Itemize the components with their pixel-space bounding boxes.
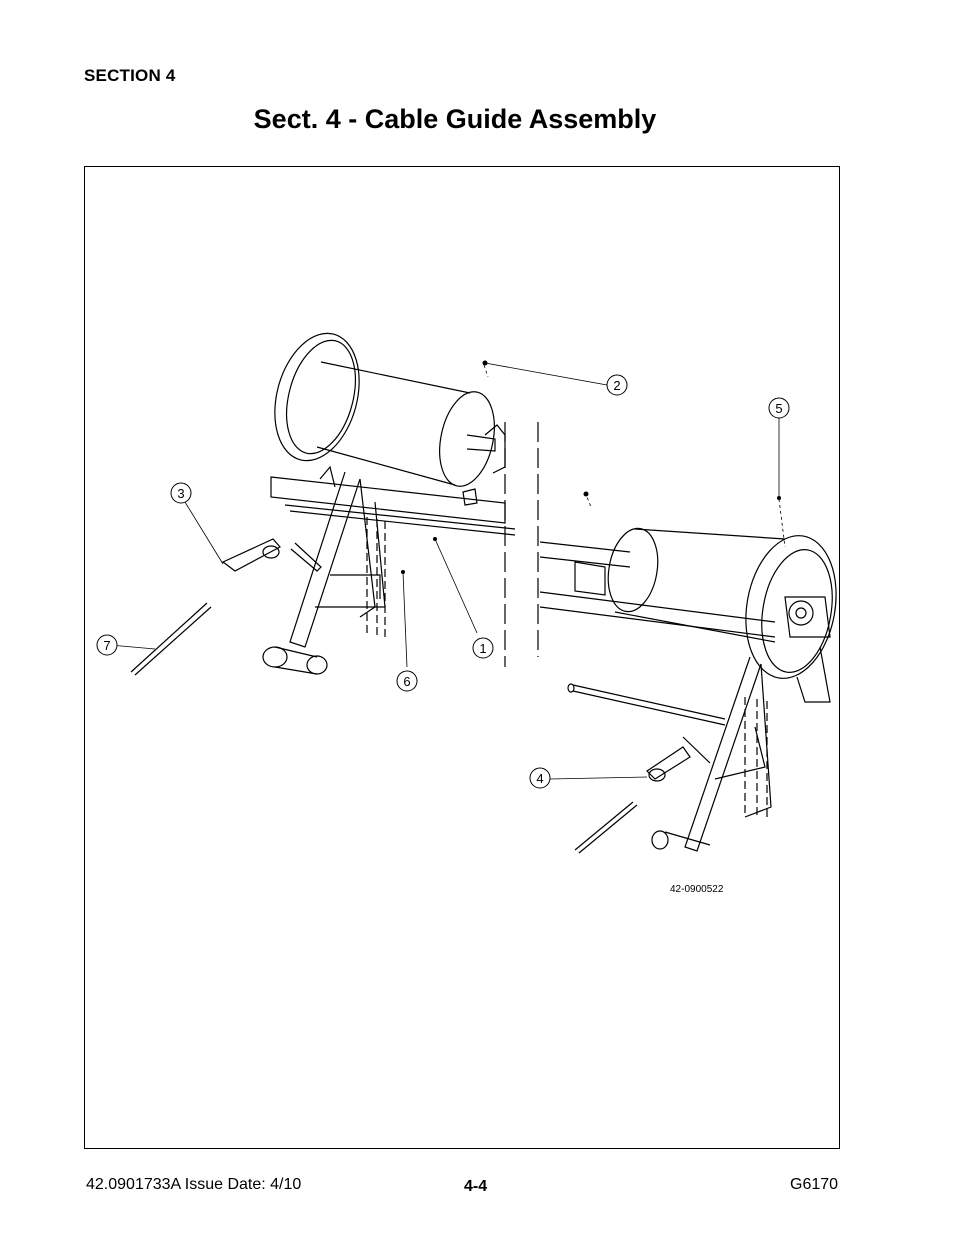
svg-text:2: 2 [613,378,620,393]
svg-text:6: 6 [403,674,410,689]
callout-6: 6 [396,670,418,692]
svg-text:1: 1 [479,641,486,656]
figure-frame: 1 2 3 4 5 6 7 [84,166,840,1149]
svg-text:4: 4 [536,771,543,786]
footer-model: G6170 [790,1176,839,1193]
footer-doc-issue: 42.0901733A Issue Date: 4/10 [86,1176,302,1193]
callout-2: 2 [606,374,628,396]
callout-4: 4 [529,767,551,789]
hardware-dots [401,360,781,574]
section-label: SECTION 4 [84,66,176,85]
callout-3: 3 [170,482,192,504]
exploded-assembly-drawing: 1 2 3 4 5 6 7 [96,332,837,895]
page-title: Sect. 4 - Cable Guide Assembly [253,104,657,134]
callout-1: 1 [472,637,494,659]
leader-lines [109,362,786,780]
drawing-number: 42-0900522 [670,884,724,895]
callout-7: 7 [96,634,118,656]
footer-page-number: 4-4 [464,1178,488,1195]
callout-bubbles: 1 2 3 4 5 6 7 [96,374,790,789]
svg-text:3: 3 [177,486,184,501]
svg-text:5: 5 [775,401,782,416]
svg-text:7: 7 [103,638,110,653]
callout-5: 5 [768,397,790,419]
line-art [130,332,837,854]
